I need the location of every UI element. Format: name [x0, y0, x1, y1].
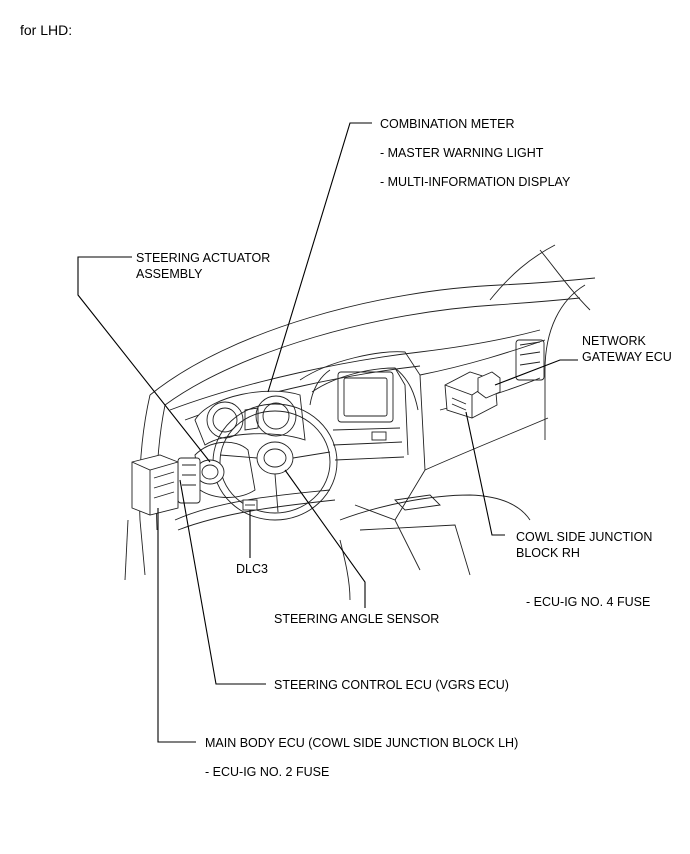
dlc3-label: DLC3 [236, 562, 268, 576]
network-gateway-ecu-label: NETWORK GATEWAY ECU [582, 333, 672, 365]
steering-actuator-label-line2: ASSEMBLY [136, 267, 203, 281]
network-gateway-ecu-label-line2: GATEWAY ECU [582, 350, 672, 364]
combination-meter-drawing [194, 390, 306, 446]
page-header: for LHD: [20, 22, 73, 38]
main-body-ecu-drawing [131, 454, 179, 516]
steering-actuator-label-line1: STEERING ACTUATOR [136, 251, 271, 265]
master-warning-light-label: - MASTER WARNING LIGHT [380, 146, 544, 160]
combination-meter-label: COMBINATION METER [380, 117, 515, 131]
ecu-ig-no2-fuse-label: - ECU-IG NO. 2 FUSE [205, 765, 330, 779]
steering-actuator-drawing [177, 457, 225, 504]
multi-information-display-label: - MULTI-INFORMATION DISPLAY [380, 175, 571, 189]
cowl-side-rh-label-line1: COWL SIDE JUNCTION [516, 530, 653, 544]
steering-angle-sensor-label: STEERING ANGLE SENSOR [274, 612, 440, 626]
network-gateway-ecu-label-line1: NETWORK [582, 334, 646, 348]
steering-control-ecu-label: STEERING CONTROL ECU (VGRS ECU) [274, 678, 509, 692]
ecu-ig-no4-fuse-label: - ECU-IG NO. 4 FUSE [526, 595, 651, 609]
network-gateway-ecu-drawing [444, 371, 501, 419]
cowl-side-rh-label-line2: BLOCK RH [516, 546, 580, 560]
cowl-side-junction-block-rh-label: COWL SIDE JUNCTION BLOCK RH [516, 529, 652, 561]
leader-lines [77, 122, 578, 743]
steering-wheel-drawing [212, 403, 338, 521]
main-body-ecu-label: MAIN BODY ECU (COWL SIDE JUNCTION BLOCK … [205, 736, 519, 750]
dlc3-drawing [242, 499, 258, 511]
steering-actuator-label: STEERING ACTUATOR ASSEMBLY [136, 250, 270, 282]
